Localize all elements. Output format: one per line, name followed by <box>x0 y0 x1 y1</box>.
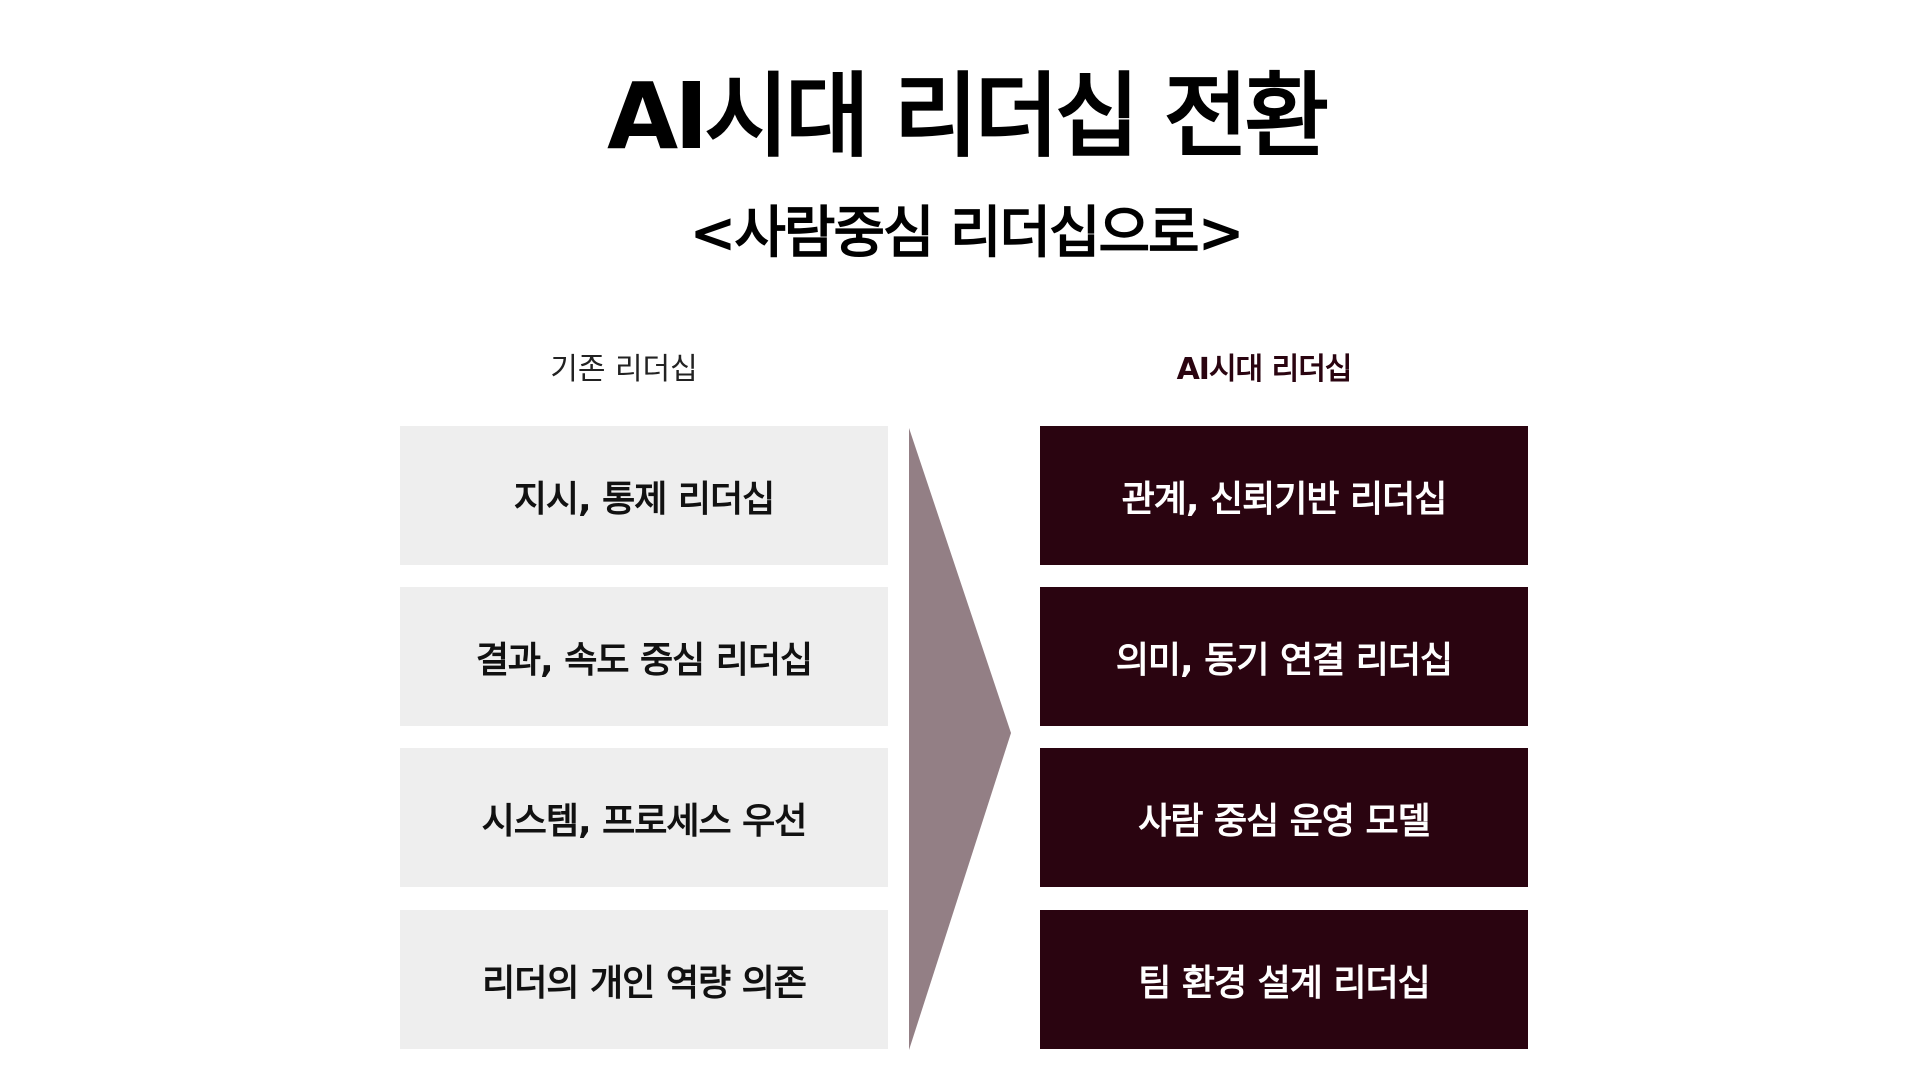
right-column-label: AI시대 리더십 <box>1176 352 1353 387</box>
right-item-1: 관계, 신뢰기반 리더십 <box>1040 426 1528 565</box>
right-item-2: 의미, 동기 연결 리더십 <box>1040 587 1528 726</box>
page-title: AI시대 리더십 전환 <box>607 63 1329 170</box>
page-subtitle: <사람중심 리더십으로> <box>689 201 1244 266</box>
left-item-2: 결과, 속도 중심 리더십 <box>400 587 888 726</box>
arrow-shape <box>909 428 1011 1050</box>
left-item-3: 시스템, 프로세스 우선 <box>400 748 888 887</box>
transition-arrow <box>909 428 1011 1050</box>
left-item-4: 리더의 개인 역량 의존 <box>400 910 888 1049</box>
right-item-4: 팀 환경 설계 리더십 <box>1040 910 1528 1049</box>
right-item-3: 사람 중심 운영 모델 <box>1040 748 1528 887</box>
left-column-label: 기존 리더십 <box>550 352 698 387</box>
left-item-1: 지시, 통제 리더십 <box>400 426 888 565</box>
